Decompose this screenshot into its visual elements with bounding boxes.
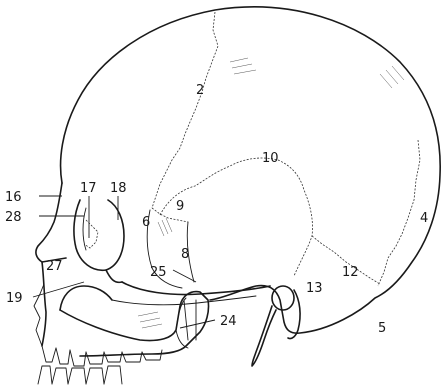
orbit-rim: [74, 200, 124, 270]
label-18: 18: [110, 181, 127, 196]
cranial-vault-outline: [61, 7, 441, 333]
label-25: 25: [150, 265, 167, 280]
styloid-process: [252, 306, 276, 366]
label-28: 28: [5, 210, 22, 225]
orbit-inner: [83, 208, 86, 250]
label-10: 10: [262, 151, 279, 166]
label-12: 12: [342, 265, 359, 280]
maxilla-outline: [42, 262, 46, 346]
label-19: 19: [6, 291, 23, 306]
label-4: 4: [420, 211, 428, 226]
label-9: 9: [176, 199, 184, 214]
label-24: 24: [220, 314, 237, 329]
lambdoid-suture: [378, 140, 420, 286]
label-8: 8: [181, 247, 189, 262]
anterior-maxilla: [34, 284, 44, 346]
label-5: 5: [378, 321, 386, 336]
label-2: 2: [196, 83, 204, 98]
coronoid-process: [184, 300, 196, 340]
label-27: 27: [46, 259, 63, 274]
coronal-suture: [152, 12, 218, 208]
zygomatic-bone: [60, 270, 122, 310]
nasal-bone: [36, 183, 66, 262]
label-6: 6: [142, 215, 150, 230]
external-acoustic-meatus: [272, 286, 294, 310]
label-13: 13: [306, 281, 323, 296]
label-16: 16: [5, 190, 22, 205]
lower-teeth: [38, 366, 122, 384]
lacrimal-ethmoid: [84, 220, 98, 248]
label-17: 17: [80, 181, 97, 196]
